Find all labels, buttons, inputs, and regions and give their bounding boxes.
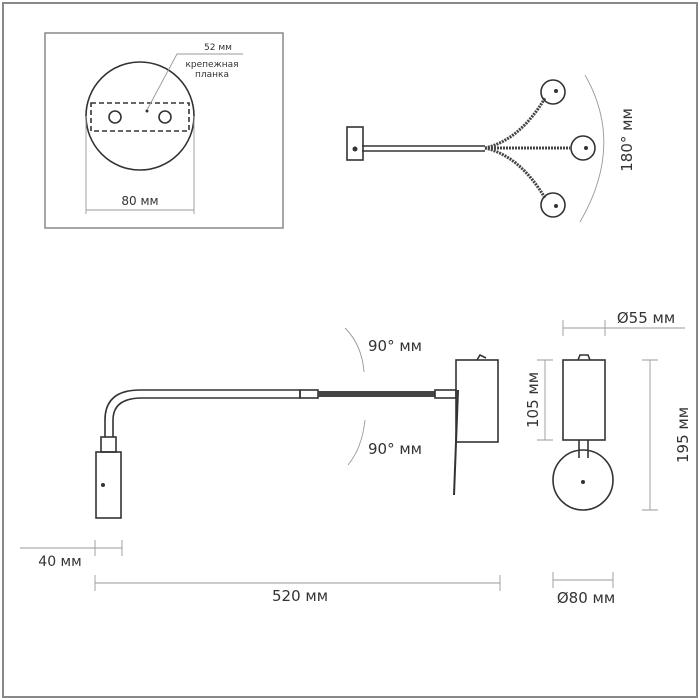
- joint: [434, 389, 457, 399]
- mount-detail: 52 мм крепежная планка 80 мм: [44, 32, 284, 229]
- wall-plate: [346, 126, 364, 161]
- leader-line: [146, 53, 243, 111]
- total-height-label: 195 мм: [674, 407, 692, 463]
- arm-tube: [104, 389, 300, 437]
- flex-down: [484, 146, 547, 199]
- flex-section: [318, 391, 435, 397]
- lamp-button: [101, 483, 105, 487]
- lens: [584, 146, 588, 150]
- rotation-label: 180° мм: [618, 108, 636, 172]
- stem: [578, 440, 589, 458]
- head-down: [540, 192, 566, 218]
- rotation-arc: [579, 74, 605, 223]
- switch-front: [577, 354, 591, 361]
- plate-label-2: планка: [195, 70, 229, 80]
- head-diameter-label: Ø55 мм: [617, 309, 675, 327]
- plate-label-1: крепежная: [185, 60, 238, 70]
- base-screw: [581, 480, 585, 484]
- arm: [362, 145, 485, 152]
- rotation-down-label: 90° мм: [368, 440, 422, 458]
- base-front: [552, 449, 614, 511]
- rotation-arc-up: [344, 327, 365, 373]
- side-view: 90° мм 90° мм 40 мм 520 мм: [20, 327, 501, 605]
- head-offset-label: 40 мм: [38, 554, 81, 570]
- lamp-head: [95, 451, 122, 519]
- wall-plate-edge: [453, 389, 459, 496]
- screw-hole: [108, 110, 122, 124]
- screw: [352, 146, 358, 152]
- base-dim-line: [85, 116, 195, 214]
- length-label: 520 мм: [272, 587, 328, 605]
- lens: [554, 89, 558, 93]
- lamp-neck: [100, 436, 117, 453]
- head-offset-dim: [20, 540, 123, 556]
- head-diameter-dim: [562, 320, 685, 336]
- rotation-up-label: 90° мм: [368, 337, 422, 355]
- center-dot: [145, 109, 149, 113]
- front-view: Ø55 мм 105 мм 195 мм Ø80 мм: [524, 309, 692, 607]
- plate-width-label: 52 мм: [204, 43, 232, 53]
- top-view: 180° мм: [346, 74, 636, 223]
- tube-end: [299, 389, 319, 399]
- head-height-dim: [537, 359, 553, 441]
- mounting-plate: [90, 102, 190, 132]
- head-mid: [570, 135, 596, 161]
- lens: [554, 204, 558, 208]
- screw-hole: [158, 110, 172, 124]
- base-circle: [85, 61, 195, 171]
- total-height-dim: [642, 359, 658, 511]
- base-diameter-label: 80 мм: [121, 194, 158, 208]
- switch: [476, 353, 487, 361]
- rotation-arc-down: [347, 419, 366, 466]
- head-up: [540, 79, 566, 105]
- head-box: [455, 359, 499, 443]
- flex-up: [484, 97, 547, 150]
- detail-frame: [44, 32, 284, 229]
- head-front: [562, 359, 606, 441]
- base-diameter-label: Ø80 мм: [557, 589, 615, 607]
- base-diameter-dim: [552, 572, 614, 588]
- head-height-label: 105 мм: [524, 372, 542, 428]
- length-dim: [94, 575, 501, 591]
